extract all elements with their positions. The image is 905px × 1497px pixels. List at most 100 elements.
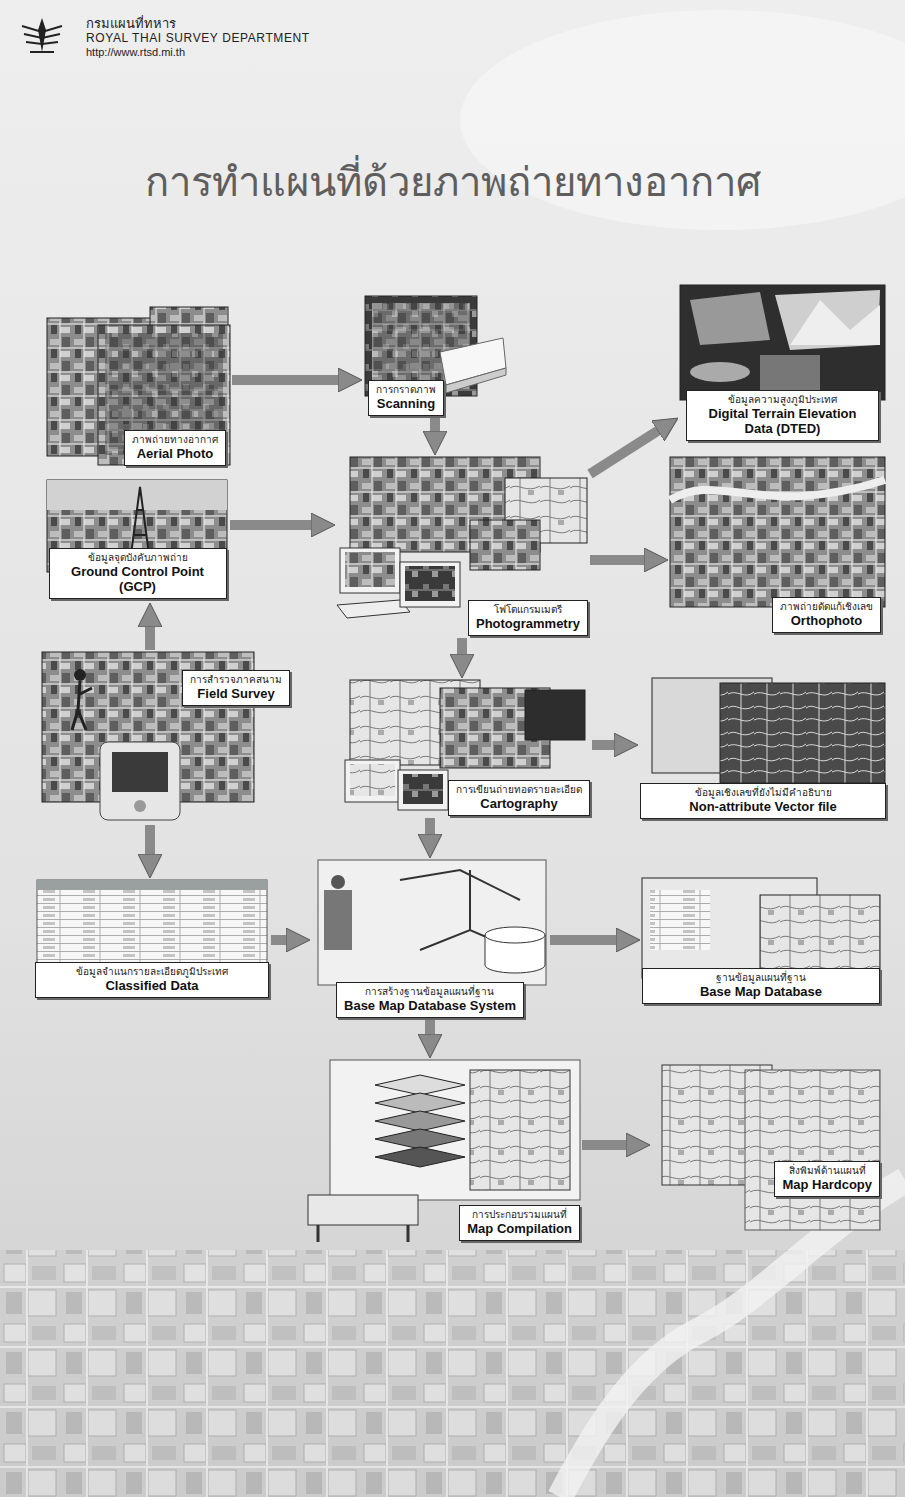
process-image-box: การกราดภาพScanning — [362, 293, 507, 418]
photogrammetry-illustration-part — [405, 566, 455, 601]
map-compilation-illustration-part — [375, 1147, 465, 1167]
photogrammetry-illustration — [337, 457, 587, 618]
caption-box: ข้อมูลเชิงเลขที่ยังไม่มีคำอธิบายNon-attr… — [640, 783, 886, 819]
caption-box: การสร้างฐานข้อมูลแผนที่ฐานBase Map Datab… — [336, 982, 524, 1018]
photogrammetry-illustration-part — [470, 520, 540, 570]
caption-box: การสำรวจภาคสนามField Survey — [182, 670, 290, 706]
thai-caption: ภาพถ่ายดัดแก้เชิงเลข — [780, 600, 873, 613]
map-hardcopy-illustration-part — [745, 1070, 880, 1230]
aerial-photo-illustration-part — [105, 333, 223, 455]
header-text: http://www.rtsd.mi.th — [86, 46, 185, 58]
caption-box: ข้อมูลจุดบังคับภาพถ่ายGround Control Poi… — [49, 548, 227, 599]
english-caption: Scanning — [376, 396, 436, 412]
map-compilation-illustration-part — [375, 1111, 465, 1131]
flow-arrow — [590, 555, 652, 565]
thai-caption: การกราดภาพ — [376, 383, 436, 396]
dted-illustration-part — [690, 292, 770, 345]
flow-arrow — [592, 740, 622, 750]
thai-caption: ข้อมูลจุดบังคับภาพถ่าย — [57, 551, 219, 564]
photogrammetry-illustration-part — [400, 562, 460, 607]
aerial-photo-illustration — [47, 307, 230, 465]
english-caption: Map Compilation — [467, 1221, 572, 1237]
process-image-box: การเขียนถ่ายทอดรายละเอียดCartography — [340, 678, 592, 818]
dted-illustration-part — [790, 300, 880, 345]
thai-caption: การสำรวจภาคสนาม — [190, 673, 282, 686]
flow-arrow — [425, 818, 435, 842]
database-system-illustration — [318, 860, 546, 985]
map-compilation-illustration-part — [318, 1225, 408, 1242]
map-compilation-illustration — [308, 1060, 580, 1242]
cartography-illustration-part — [345, 760, 400, 802]
flow-arrow — [430, 418, 440, 439]
aerial-photo-illustration-part — [98, 325, 230, 465]
english-caption: Non-attribute Vector file — [648, 799, 878, 815]
caption-box: การกราดภาพScanning — [368, 380, 444, 416]
photogrammetry-illustration-part — [340, 548, 400, 593]
process-image-box: การสำรวจภาคสนามField Survey — [40, 650, 292, 825]
poster-title: การทำแผนที่ด้วยภาพถ่ายทางอากาศ — [0, 150, 905, 214]
scanning-illustration-part — [446, 368, 506, 393]
vector-file-illustration-part — [720, 683, 885, 783]
flow-arrow — [425, 1020, 435, 1042]
vector-file-illustration — [652, 678, 885, 783]
logo-emblem-part — [38, 18, 46, 52]
field-survey-illustration-part — [72, 681, 92, 730]
process-image-box: ข้อมูลจุดบังคับภาพถ่ายGround Control Poi… — [45, 478, 230, 603]
english-caption: Aerial Photo — [132, 446, 218, 462]
orthophoto-illustration-part — [670, 457, 885, 607]
thai-caption: การประกอบรวมแผนที่ — [467, 1208, 572, 1221]
logo-emblem — [22, 18, 62, 52]
flow-arrow — [550, 935, 624, 945]
flow-arrow — [582, 1140, 634, 1150]
process-image-box: ฐานข้อมูลแผนที่ฐานBase Map Database — [640, 876, 882, 1006]
thai-caption: โฟโตแกรมเมตรี — [476, 603, 580, 616]
process-image-box: โฟโตแกรมเมตรีPhotogrammetry — [335, 455, 590, 638]
process-image-box: การประกอบรวมแผนที่Map Compilation — [305, 1058, 582, 1243]
english-caption: Map Hardcopy — [782, 1177, 872, 1193]
process-image-box: การสร้างฐานข้อมูลแผนที่ฐานBase Map Datab… — [310, 858, 550, 1020]
cartography-illustration-part — [350, 764, 395, 796]
english-caption: Digital Terrain Elevation Data (DTED) — [694, 406, 871, 437]
map-compilation-illustration-part — [308, 1195, 418, 1225]
field-survey-illustration-part — [134, 800, 146, 812]
caption-box: ภาพถ่ายดัดแก้เชิงเลขOrthophoto — [772, 597, 881, 633]
orthophoto-illustration — [670, 457, 885, 607]
dted-illustration-part — [760, 355, 820, 390]
database-system-illustration-part — [318, 860, 546, 985]
english-caption: Classified Data — [43, 978, 261, 994]
flow-arrow — [230, 520, 319, 530]
caption-box: ฐานข้อมูลแผนที่ฐานBase Map Database — [642, 968, 880, 1004]
dted-illustration-part — [775, 290, 880, 350]
process-image-box: ข้อมูลจำแนกรายละเอียดภูมิประเทศClassifie… — [33, 878, 271, 1000]
flow-arrow — [145, 619, 155, 650]
database-system-illustration-part — [485, 927, 545, 943]
header-text: กรมแผนที่ทหาร — [86, 13, 176, 34]
map-compilation-illustration-part — [470, 1070, 570, 1190]
thai-caption: ข้อมูลเชิงเลขที่ยังไม่มีคำอธิบาย — [648, 786, 878, 799]
caption-box: ข้อมูลจำแนกรายละเอียดภูมิประเทศClassifie… — [35, 962, 269, 998]
map-compilation-illustration-part — [375, 1093, 465, 1113]
map-compilation-illustration-part — [375, 1129, 465, 1149]
field-survey-illustration-part — [74, 669, 86, 681]
flow-arrow — [271, 935, 294, 945]
thai-caption: ข้อมูลความสูงภูมิประเทศ — [694, 393, 871, 406]
dted-illustration — [680, 285, 885, 400]
english-caption: Orthophoto — [780, 613, 873, 629]
thai-caption: สิ่งพิมพ์ด้านแผนที่ — [782, 1164, 872, 1177]
english-caption: Base Map Database — [650, 984, 872, 1000]
cartography-illustration-part — [525, 690, 585, 740]
map-hardcopy-illustration — [662, 1065, 880, 1230]
caption-box: การประกอบรวมแผนที่Map Compilation — [459, 1205, 580, 1241]
database-system-illustration-part — [331, 875, 345, 889]
field-survey-illustration-part — [112, 752, 168, 792]
database-system-illustration-part — [324, 890, 352, 950]
cartography-illustration-part — [403, 774, 443, 804]
flow-arrow — [457, 638, 467, 662]
flow-arrow — [590, 427, 665, 474]
process-image-box: ภาพถ่ายดัดแก้เชิงเลขOrthophoto — [668, 455, 887, 635]
flow-arrow — [232, 375, 346, 385]
process-image-box: ภาพถ่ายทางอากาศAerial Photo — [45, 305, 232, 470]
caption-box: สิ่งพิมพ์ด้านแผนที่Map Hardcopy — [774, 1161, 880, 1197]
